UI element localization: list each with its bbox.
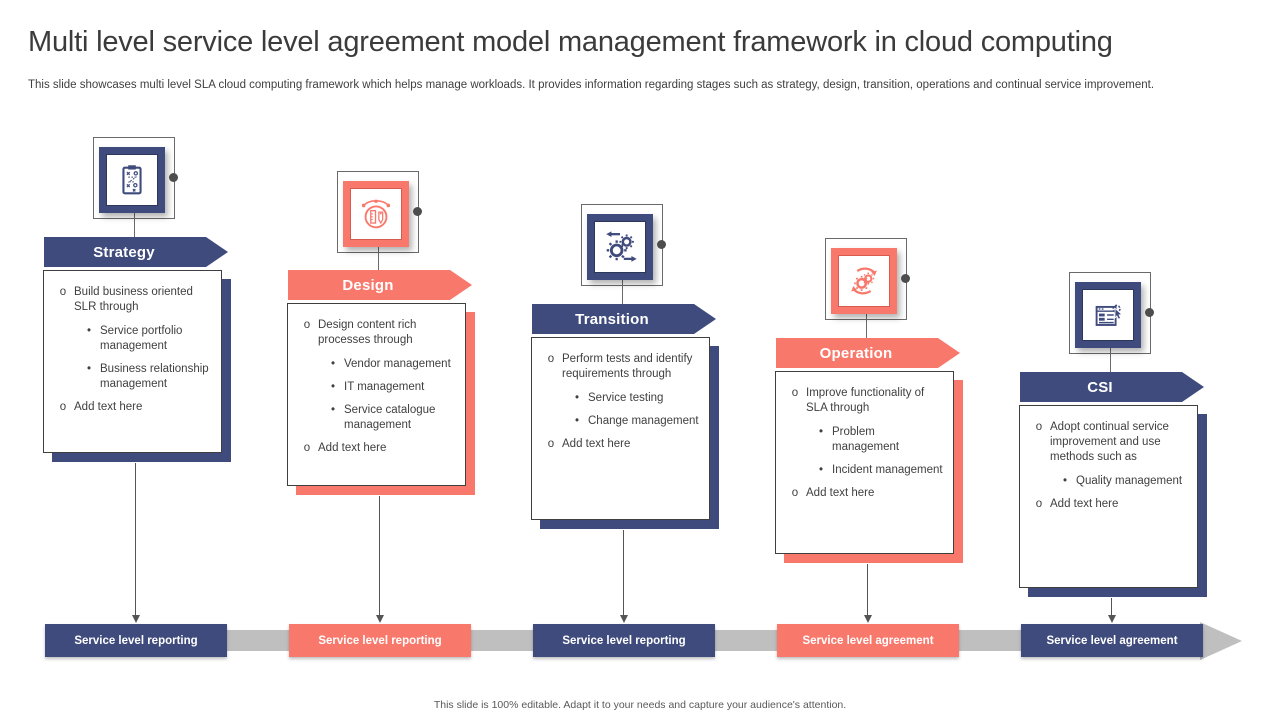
bullet-text: Improve functionality of SLA through bbox=[806, 387, 925, 414]
stage-icon-box bbox=[343, 181, 409, 247]
bar-label: Service level reporting bbox=[318, 634, 442, 647]
bullet-text: Service testing bbox=[588, 391, 664, 404]
stage-icon-box bbox=[587, 214, 653, 280]
bullet-item: Add text here bbox=[784, 486, 943, 501]
bullet-item: Adopt continual service improvement and … bbox=[1028, 420, 1187, 465]
stage-title: Transition bbox=[575, 310, 649, 328]
flow-arrow bbox=[619, 530, 628, 623]
connector-dot bbox=[901, 274, 910, 283]
bullet-text: Add text here bbox=[1050, 497, 1119, 510]
icon-connector-line bbox=[1110, 348, 1111, 372]
editable-note: This slide is 100% editable. Adapt it to… bbox=[433, 699, 847, 711]
flow-arrow bbox=[863, 564, 872, 623]
bullet-text: Add text here bbox=[806, 486, 875, 499]
bullet-item: IT management bbox=[296, 380, 455, 395]
bullet-text: Change management bbox=[588, 414, 699, 427]
stage-banner: Strategy bbox=[44, 237, 228, 267]
stage-content-box: Adopt continual service improvement and … bbox=[1019, 405, 1198, 588]
flow-arrow bbox=[1107, 598, 1116, 623]
stage-banner: Operation bbox=[776, 338, 960, 368]
strategy-plan-icon bbox=[122, 165, 142, 195]
bullet-text: Design content rich processes through bbox=[318, 319, 417, 346]
bullet-text: Service catalogue management bbox=[344, 403, 436, 431]
icon-connector-line bbox=[378, 247, 379, 270]
bar-label: Service level reporting bbox=[74, 634, 198, 647]
slide-description: This slide showcases multi level SLA clo… bbox=[28, 79, 1155, 91]
bullet-text: Build business oriented SLR through bbox=[74, 286, 193, 313]
icon-connector-line bbox=[866, 314, 867, 338]
stage-column-operation: Operation Improve functionality of SLA t… bbox=[768, 0, 968, 720]
flow-arrow bbox=[131, 463, 140, 623]
bar-label: Service level agreement bbox=[802, 634, 934, 647]
timeline-arrow-icon bbox=[1200, 622, 1242, 660]
service-level-bar: Service level reporting bbox=[45, 624, 227, 657]
stage-column-strategy: Strategy Build business oriented SLR thr… bbox=[36, 0, 236, 720]
bullet-text: IT management bbox=[344, 380, 425, 393]
design-tools-icon bbox=[361, 199, 391, 229]
stage-column-design: Design Design content rich processes thr… bbox=[280, 0, 480, 720]
bar-label: Service level reporting bbox=[562, 634, 686, 647]
connector-dot bbox=[413, 207, 422, 216]
stage-column-csi: CSI Adopt continual service improvement … bbox=[1012, 0, 1212, 720]
stage-content-box: Improve functionality of SLA through Pro… bbox=[775, 371, 954, 554]
stage-content-box: Perform tests and identify requirements … bbox=[531, 337, 710, 520]
stage-content-box: Design content rich processes through Ve… bbox=[287, 303, 466, 486]
bullet-text: Incident management bbox=[832, 463, 943, 476]
bullet-item: Service portfolio management bbox=[52, 324, 211, 354]
connector-dot bbox=[657, 240, 666, 249]
stage-title: Design bbox=[342, 276, 394, 294]
bullet-item: Improve functionality of SLA through bbox=[784, 386, 943, 416]
bullet-item: Service catalogue management bbox=[296, 403, 455, 433]
continual-improvement-report-icon bbox=[1095, 304, 1123, 326]
process-gears-icon bbox=[606, 231, 637, 262]
stage-title: CSI bbox=[1087, 378, 1113, 396]
connector-dot bbox=[1145, 308, 1154, 317]
service-level-bar: Service level reporting bbox=[289, 624, 471, 657]
page-title: Multi level service level agreement mode… bbox=[28, 26, 1113, 58]
bullet-item: Add text here bbox=[296, 441, 455, 456]
icon-connector-line bbox=[134, 213, 135, 237]
bullet-text: Quality management bbox=[1076, 474, 1183, 487]
operations-sync-gears-icon bbox=[851, 267, 877, 295]
bullet-item: Problem management bbox=[784, 425, 943, 455]
bullet-item: Design content rich processes through bbox=[296, 318, 455, 348]
stage-icon-box bbox=[1075, 282, 1141, 348]
bullet-item: Add text here bbox=[1028, 497, 1187, 512]
stage-title: Strategy bbox=[93, 243, 155, 261]
bullet-item: Add text here bbox=[52, 400, 211, 415]
bullet-item: Service testing bbox=[540, 391, 699, 406]
bullet-text: Business relationship management bbox=[100, 362, 209, 390]
bullet-item: Quality management bbox=[1028, 474, 1187, 489]
connector-dot bbox=[169, 173, 178, 182]
icon-connector-line bbox=[622, 280, 623, 304]
stage-icon-box bbox=[99, 147, 165, 213]
bullet-item: Build business oriented SLR through bbox=[52, 285, 211, 315]
stage-icon-box bbox=[831, 248, 897, 314]
service-level-bar: Service level reporting bbox=[533, 624, 715, 657]
stage-column-transition: Transition Perform tests and identify re… bbox=[524, 0, 724, 720]
bullet-text: Problem management bbox=[832, 425, 900, 453]
bullet-text: Add text here bbox=[74, 400, 143, 413]
bullet-text: Add text here bbox=[318, 441, 387, 454]
stage-banner: Design bbox=[288, 270, 472, 300]
bullet-item: Incident management bbox=[784, 463, 943, 478]
bullet-text: Service portfolio management bbox=[100, 324, 183, 352]
bullet-item: Add text here bbox=[540, 437, 699, 452]
stage-content-box: Build business oriented SLR through Serv… bbox=[43, 270, 222, 453]
bullet-text: Adopt continual service improvement and … bbox=[1050, 421, 1169, 463]
bullet-item: Change management bbox=[540, 414, 699, 429]
bullet-item: Business relationship management bbox=[52, 362, 211, 392]
service-level-bar: Service level agreement bbox=[777, 624, 959, 657]
bullet-text: Vendor management bbox=[344, 357, 451, 370]
stage-banner: Transition bbox=[532, 304, 716, 334]
stage-banner: CSI bbox=[1020, 372, 1204, 402]
service-level-bar: Service level agreement bbox=[1021, 624, 1203, 657]
bullet-item: Vendor management bbox=[296, 357, 455, 372]
bullet-item: Perform tests and identify requirements … bbox=[540, 352, 699, 382]
flow-arrow bbox=[375, 496, 384, 623]
bullet-text: Add text here bbox=[562, 437, 631, 450]
bullet-text: Perform tests and identify requirements … bbox=[562, 353, 693, 380]
bar-label: Service level agreement bbox=[1046, 634, 1178, 647]
stage-title: Operation bbox=[819, 344, 893, 362]
